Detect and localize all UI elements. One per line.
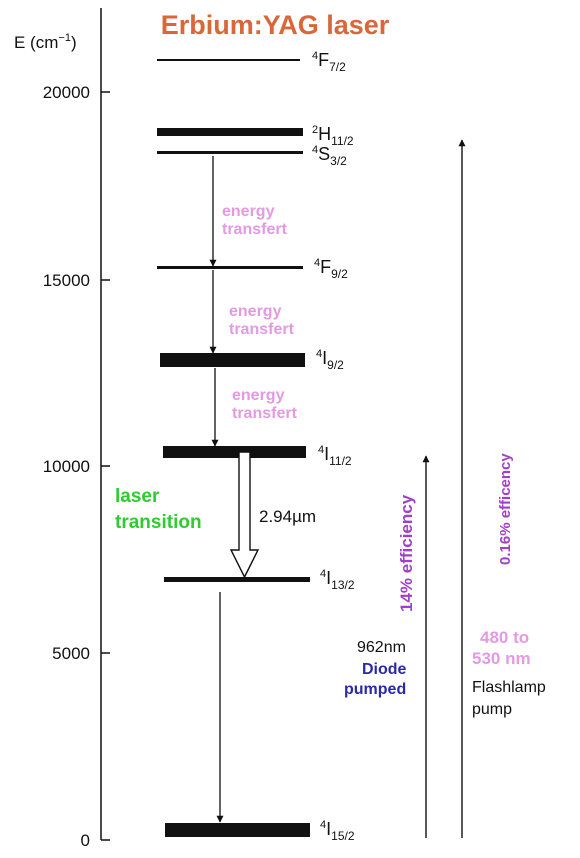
laser-transition-label: laser transition bbox=[115, 486, 202, 533]
level-label-4I92: 4I9/2 bbox=[316, 348, 344, 372]
flashlamp-pump-label: Flashlamp pump bbox=[472, 679, 550, 718]
level-label-4F72: 4F7/2 bbox=[312, 50, 346, 74]
laser-wavelength: 2.94µm bbox=[259, 507, 316, 526]
level-label-4S32: 4S3/2 bbox=[312, 144, 347, 168]
level-label-2H112: 2H11/2 bbox=[312, 124, 354, 148]
level-label-4I132: 4I13/2 bbox=[320, 568, 355, 592]
diode-wavelength: 962nm bbox=[357, 639, 406, 656]
level-line-2H112 bbox=[157, 128, 303, 136]
axis-tick-label: 10000 bbox=[43, 457, 90, 476]
axis-tick-label: 15000 bbox=[43, 271, 90, 290]
transfer-label: energy transfert bbox=[229, 303, 295, 338]
diode-efficiency-label: 14% efficiency bbox=[397, 494, 416, 612]
transfer-label: energy transfert bbox=[232, 387, 298, 422]
axis-tick-label: 5000 bbox=[52, 644, 90, 663]
axis-tick-label: 0 bbox=[81, 831, 90, 850]
level-line-4F92 bbox=[157, 266, 303, 269]
level-line-4F72 bbox=[157, 59, 300, 61]
axis-label: E (cm−1) bbox=[14, 32, 77, 52]
laser-transition-arrow bbox=[229, 451, 260, 579]
transfer-label: energy transfert bbox=[222, 203, 288, 238]
level-line-4I132 bbox=[164, 577, 310, 582]
level-line-4I152 bbox=[165, 823, 310, 837]
level-label-4F92: 4F9/2 bbox=[314, 257, 348, 281]
flashlamp-efficiency-label: 0.16% efficency bbox=[497, 453, 514, 565]
flashlamp-band-label: 480 to 530 nm bbox=[472, 628, 534, 668]
axis-tick-label: 20000 bbox=[43, 83, 90, 102]
level-label-4I152: 4I15/2 bbox=[320, 819, 355, 843]
diagram-title: Erbium:YAG laser bbox=[161, 10, 390, 40]
level-line-4I112 bbox=[163, 446, 306, 458]
level-line-4S32 bbox=[157, 151, 303, 154]
level-label-4I112: 4I11/2 bbox=[318, 444, 352, 468]
level-line-4I92 bbox=[160, 353, 305, 367]
diode-pumped-label: Diode pumped bbox=[344, 661, 411, 698]
